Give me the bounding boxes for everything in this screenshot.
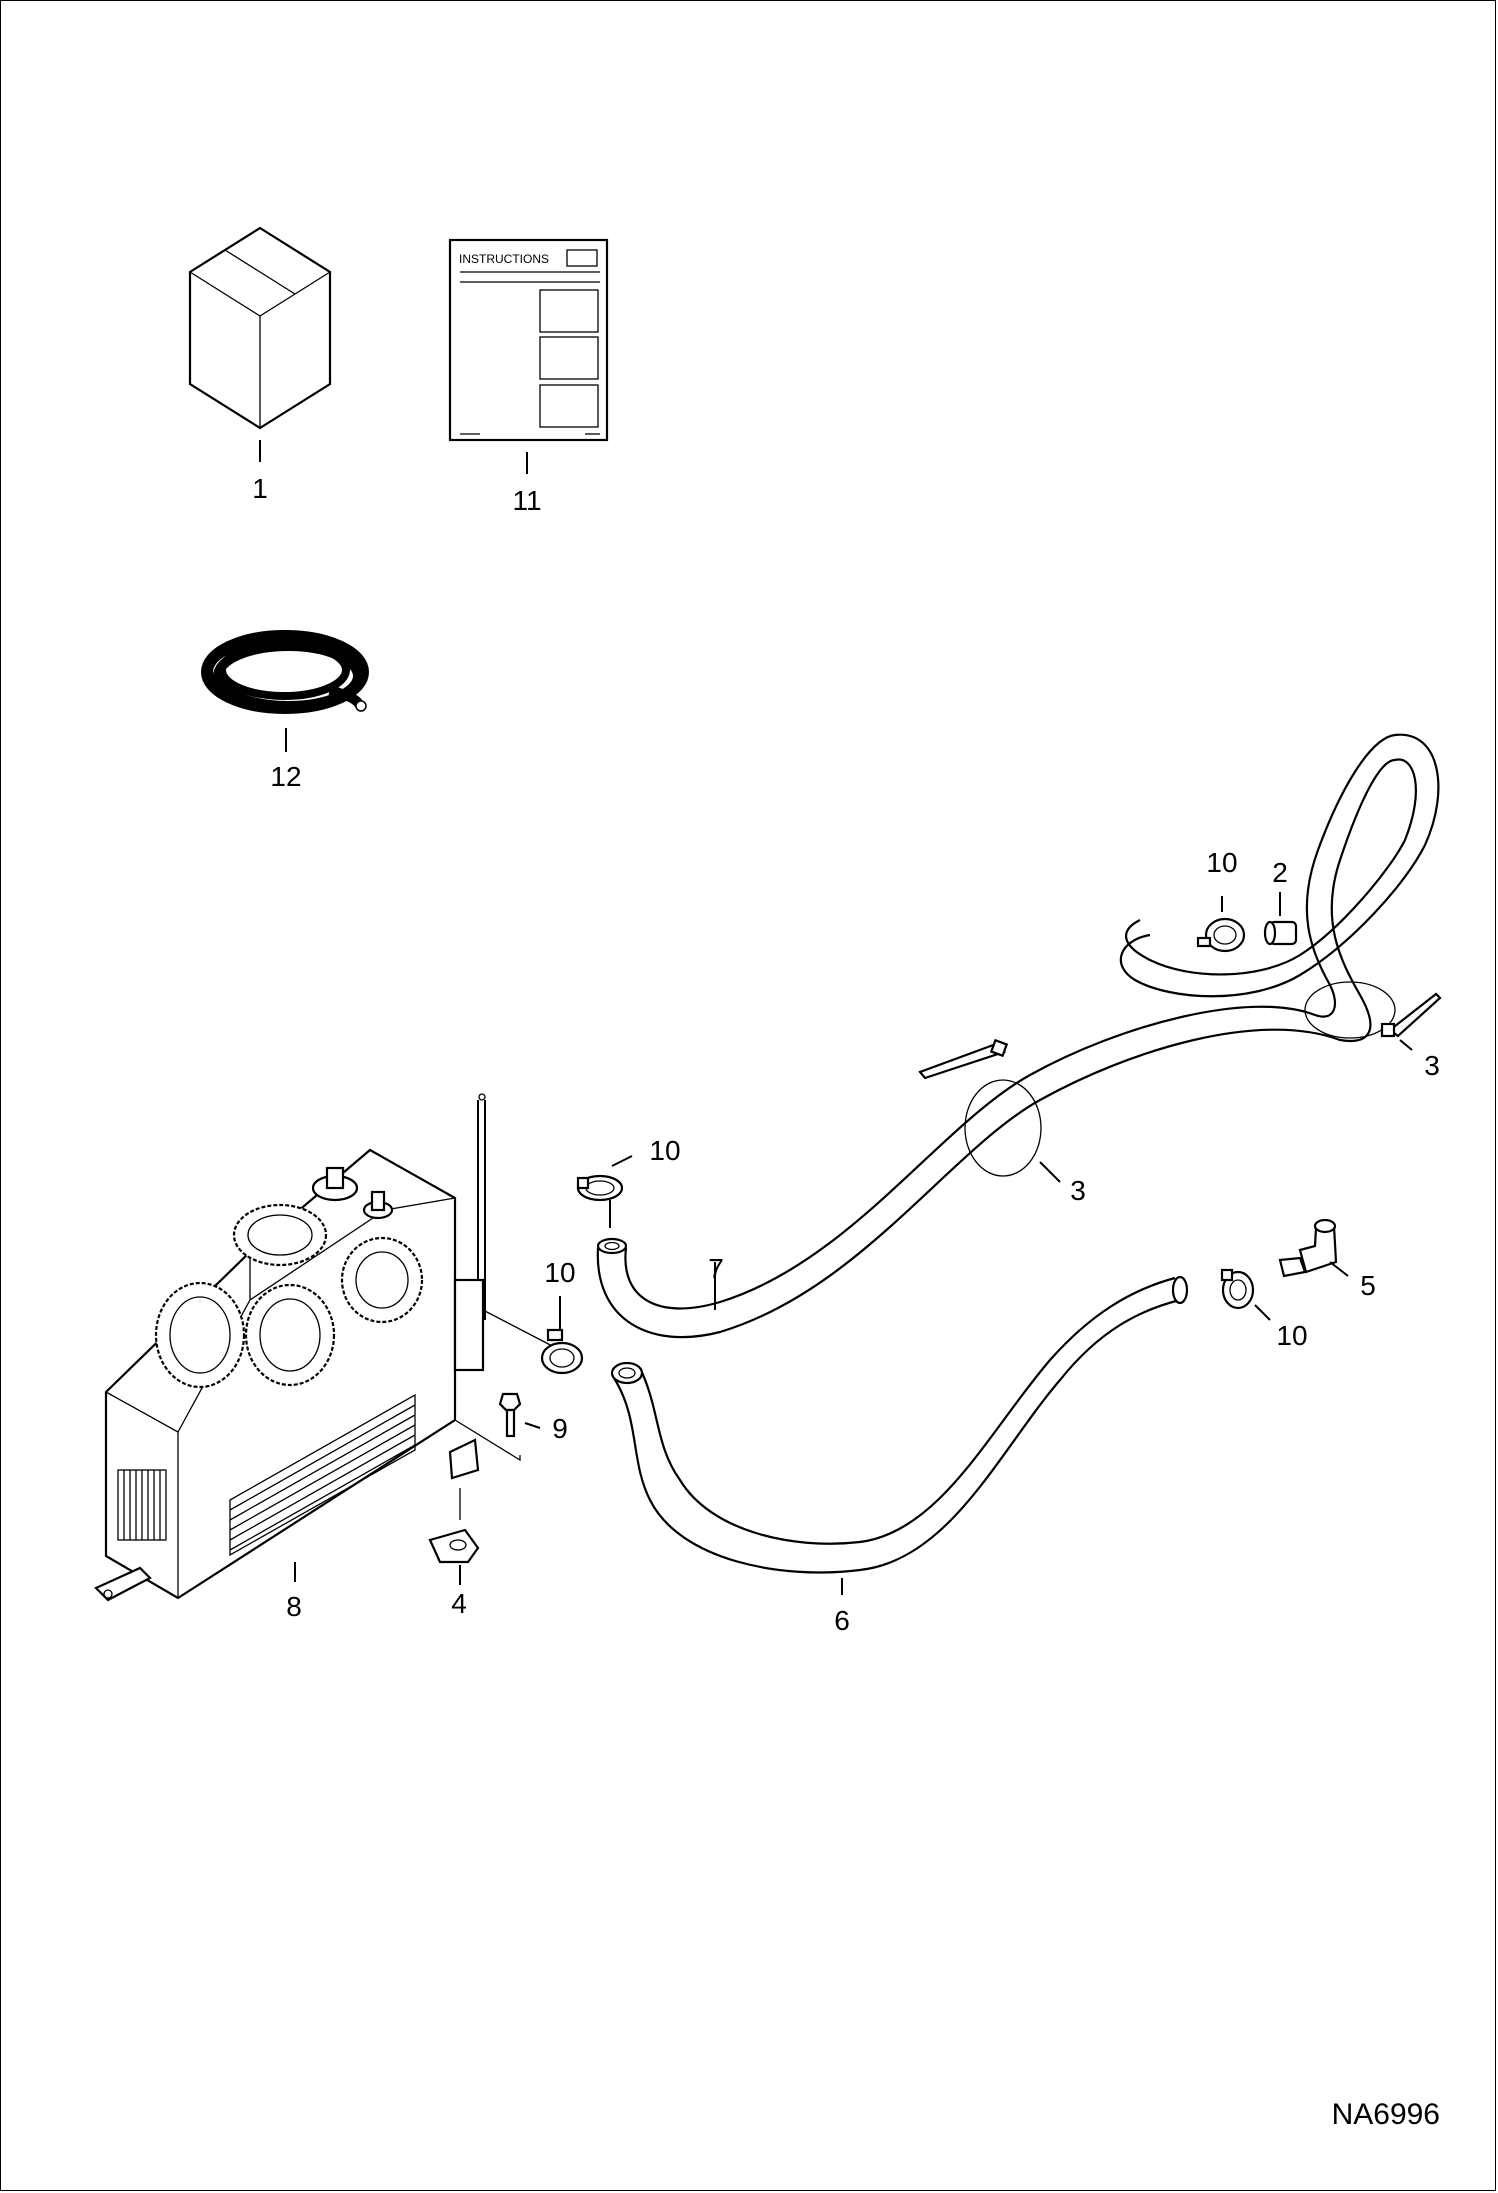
callout-heater: 8 [286,1591,302,1622]
box-part [188,226,332,462]
nut-part [428,1488,480,1585]
heater-part [94,1093,561,1602]
fitting-part [1263,892,1298,946]
instructions-label: INSTRUCTIONS [459,252,549,266]
callout-clamp-mid: 10 [649,1135,680,1166]
callout-clamp-elbow: 10 [1276,1320,1307,1351]
callout-tie-right: 3 [1424,1050,1440,1081]
vent-middle [244,1283,336,1387]
drawing-code: NA6996 [1332,2098,1440,2131]
tie-right-part [1304,981,1442,1051]
callout-nut: 4 [451,1588,467,1619]
clamp-heater-part [540,1296,584,1375]
elbow-part [1278,1218,1349,1278]
callout-clamp-heater: 10 [544,1257,575,1288]
callout-clamp-top-right: 10 [1206,847,1237,878]
callout-hose-upper: 7 [708,1253,724,1284]
vent-top [232,1203,328,1267]
callout-instructions: 11 [512,485,541,516]
clamp-elbow-part [1220,1268,1271,1321]
control-knobs [311,1166,394,1220]
callout-fitting-top: 2 [1272,857,1288,888]
hose-upper-part [596,733,1440,1339]
callout-hose-coil: 12 [270,761,301,792]
clamp-mid-part [576,1155,633,1228]
vent-left [154,1281,246,1389]
instructions-part [448,238,609,474]
callout-hose-lower: 6 [834,1605,850,1636]
vent-right [340,1236,424,1324]
callout-tie-mid: 3 [1070,1175,1086,1206]
callout-box: 1 [252,473,268,504]
tie-mid-part [918,1038,1061,1183]
bolt-part [454,1392,541,1462]
callout-elbow: 5 [1360,1270,1376,1301]
hose-coil-part [201,630,369,752]
callout-bolt: 9 [552,1413,568,1444]
clamp-top-right-part [1196,896,1246,953]
hose-lower-part [610,1275,1189,1595]
